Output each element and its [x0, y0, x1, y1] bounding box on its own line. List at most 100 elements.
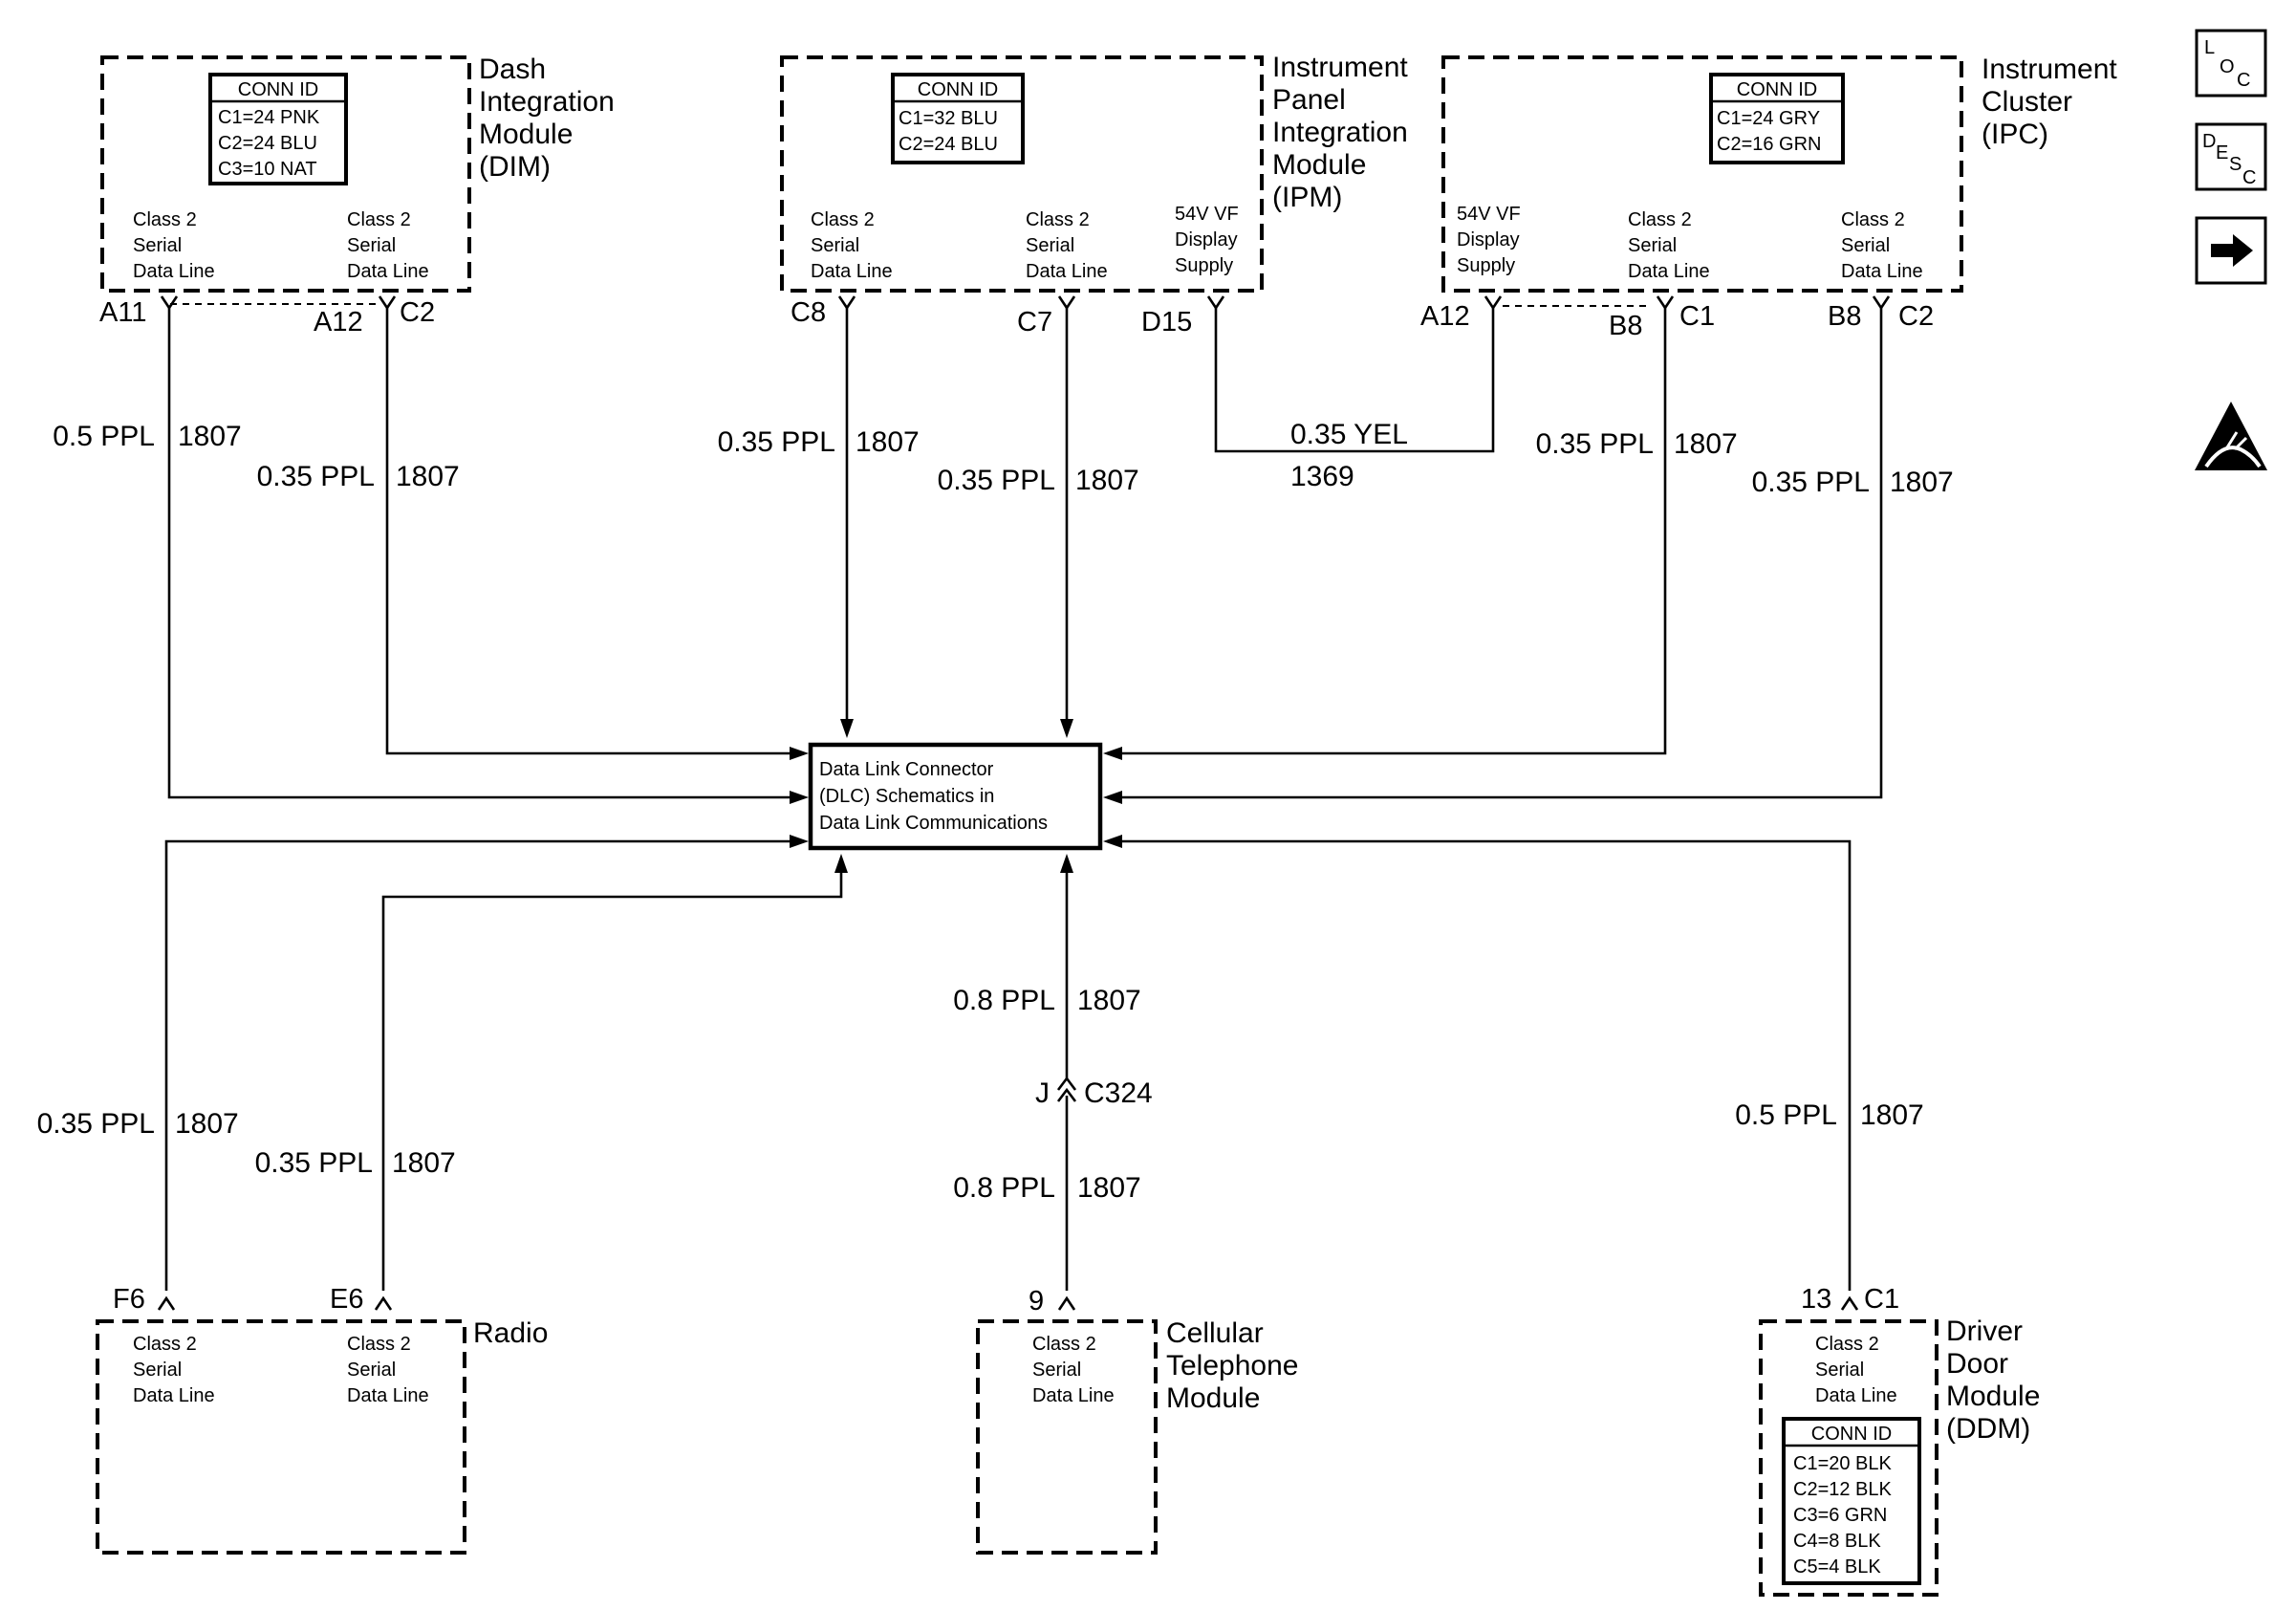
svg-text:C2=12 BLK: C2=12 BLK	[1793, 1479, 1893, 1500]
wire-dim-a12-gauge: 0.35 PPL	[257, 461, 375, 492]
wire-ipc-b8-c1-circuit: 1807	[1674, 428, 1738, 460]
ipm-outline	[780, 55, 1264, 293]
wire-ipm-d15	[1214, 306, 1495, 453]
arrowheads	[790, 719, 1122, 873]
ddm-signal: Class 2 Serial Data Line	[1815, 1334, 1897, 1406]
dim-pin-c2: C2	[400, 297, 435, 328]
radio-signal-f6: Class 2 Serial Data Line	[133, 1334, 215, 1406]
svg-text:C1=24 GRY: C1=24 GRY	[1717, 108, 1820, 129]
ipm-pin-d15: D15	[1141, 307, 1192, 337]
module-cell: Cellular Telephone Module Class 2 Serial…	[976, 1286, 1307, 1555]
svg-text:C2=16 GRN: C2=16 GRN	[1717, 134, 1822, 155]
radio-name: Radio	[473, 1317, 548, 1349]
cell-name: Cellular Telephone Module	[1166, 1317, 1307, 1414]
cell-pin-9: 9	[1029, 1286, 1044, 1316]
radio-pin-e6: E6	[330, 1284, 363, 1315]
module-radio: Radio Class 2 Serial Data Line Class 2 S…	[96, 1284, 548, 1555]
dlc-box: Data Link Connector (DLC) Schematics in …	[808, 742, 1103, 851]
wire-dim-a11	[167, 306, 790, 799]
wire-radio-e6	[381, 872, 843, 1291]
dim-pin-a11: A11	[99, 297, 146, 328]
wire-ddm-circuit: 1807	[1860, 1099, 1924, 1131]
wire-ipc-b8-c1	[1120, 306, 1667, 755]
svg-text:CONN ID: CONN ID	[918, 79, 998, 100]
wire-radio-f6-gauge: 0.35 PPL	[37, 1108, 155, 1140]
cell-outline	[976, 1319, 1158, 1555]
wire-radio-e6-circuit: 1807	[392, 1147, 456, 1179]
wire-dim-a11-circuit: 1807	[178, 421, 242, 452]
wire-cell-upper-circuit: 1807	[1077, 985, 1141, 1016]
wire-ipm-c7-circuit: 1807	[1075, 465, 1139, 496]
radio-outline	[96, 1319, 466, 1555]
ipm-signal-d15: 54V VF Display Supply	[1175, 204, 1244, 276]
arrow-right-icon[interactable]	[2195, 216, 2267, 285]
svg-text:CONN ID: CONN ID	[1811, 1424, 1892, 1445]
wire-ddm-gauge: 0.5 PPL	[1735, 1099, 1837, 1131]
svg-text:C3=10 NAT: C3=10 NAT	[218, 159, 317, 180]
ipc-pin-c1: C1	[1679, 301, 1715, 332]
ipm-signal-c7: Class 2 Serial Data Line	[1026, 209, 1108, 282]
wire-cell-upper-gauge: 0.8 PPL	[953, 985, 1055, 1016]
svg-text:C2=24 BLU: C2=24 BLU	[218, 133, 317, 154]
wire-dim-a12	[385, 306, 790, 755]
ipm-name: Instrument Panel Integration Module (IPM…	[1272, 52, 1416, 213]
inline-connector-j: J	[1035, 1077, 1050, 1109]
ipm-signal-c8: Class 2 Serial Data Line	[811, 209, 893, 282]
svg-text:C5=4 BLK: C5=4 BLK	[1793, 1556, 1881, 1577]
wire-ipc-b8-c1-gauge: 0.35 PPL	[1536, 428, 1654, 460]
wire-ddm	[1120, 839, 1852, 1291]
svg-text:S: S	[2229, 154, 2242, 175]
pin-connectors-top	[160, 295, 1891, 311]
wire-ipc-b8-c2-gauge: 0.35 PPL	[1752, 467, 1870, 498]
ddm-conn-id: CONN ID C1=20 BLK C2=12 BLK C3=6 GRN C4=…	[1782, 1417, 1921, 1585]
dim-conn-id: CONN ID C1=24 PNK C2=24 BLU C3=10 NAT	[208, 73, 348, 185]
module-ipm: Instrument Panel Integration Module (IPM…	[780, 52, 1416, 337]
dim-signal-a12: Class 2 Serial Data Line	[347, 209, 429, 282]
wire-ipc-b8-c2-circuit: 1807	[1890, 467, 1954, 498]
wire-radio-f6	[164, 839, 790, 1291]
loc-icon[interactable]: L O C	[2195, 29, 2267, 98]
ipc-pin-b8-c2: B8	[1828, 301, 1861, 332]
ddm-name: Driver Door Module (DDM)	[1946, 1316, 2048, 1445]
wire-labels: 0.5 PPL 1807 0.35 PPL 1807 0.35 PPL 1807…	[37, 419, 1954, 1204]
inline-connector-c324-label: C324	[1084, 1077, 1153, 1109]
svg-text:D: D	[2202, 131, 2216, 152]
svg-text:C3=6 GRN: C3=6 GRN	[1793, 1505, 1887, 1526]
ipm-pin-c7: C7	[1017, 307, 1052, 337]
wire-ipm-c8-circuit: 1807	[856, 426, 920, 458]
ddm-outline	[1759, 1319, 1939, 1597]
wire-ipm-c8-gauge: 0.35 PPL	[718, 426, 835, 458]
svg-text:C4=8 BLK: C4=8 BLK	[1793, 1531, 1881, 1552]
wire-cell-lower-gauge: 0.8 PPL	[953, 1172, 1055, 1204]
module-dim: Dash Integration Module (DIM) CONN ID C1…	[99, 54, 622, 337]
wire-ipm-c7-gauge: 0.35 PPL	[938, 465, 1055, 496]
ipc-signal-b8-c2: Class 2 Serial Data Line	[1841, 209, 1923, 282]
inline-connector-c324	[1056, 1076, 1077, 1102]
svg-text:C: C	[2237, 70, 2250, 91]
ipc-pin-a12: A12	[1420, 301, 1470, 332]
ipc-name: Instrument Cluster (IPC)	[1982, 54, 2125, 150]
wires	[164, 306, 1883, 1291]
wire-ipm-d15-circuit: 1369	[1290, 461, 1354, 492]
ipc-signal-b8-c1: Class 2 Serial Data Line	[1628, 209, 1710, 282]
svg-text:L: L	[2204, 37, 2215, 58]
desc-icon[interactable]: D E S C	[2195, 122, 2267, 191]
cell-signal: Class 2 Serial Data Line	[1032, 1334, 1115, 1406]
dlc-label: Data Link Connector (DLC) Schematics in …	[819, 759, 1048, 834]
ipc-pin-c2: C2	[1898, 301, 1934, 332]
esd-warning-icon	[2195, 402, 2267, 470]
ipc-signal-a12: 54V VF Display Supply	[1457, 204, 1526, 276]
ipm-conn-id: CONN ID C1=32 BLU C2=24 BLU	[891, 73, 1025, 164]
svg-text:C1=20 BLK: C1=20 BLK	[1793, 1453, 1893, 1474]
wire-ipm-d15-gauge: 0.35 YEL	[1290, 419, 1408, 450]
wire-radio-f6-circuit: 1807	[175, 1108, 239, 1140]
radio-signal-e6: Class 2 Serial Data Line	[347, 1334, 429, 1406]
wire-ipc-b8-c2	[1120, 306, 1883, 799]
ipc-pin-b8-c1: B8	[1609, 311, 1642, 341]
dim-name: Dash Integration Module (DIM)	[479, 54, 622, 183]
svg-text:C: C	[2242, 167, 2256, 188]
svg-text:CONN ID: CONN ID	[238, 79, 318, 100]
ddm-pin-c1: C1	[1864, 1284, 1899, 1315]
svg-text:E: E	[2216, 142, 2228, 163]
